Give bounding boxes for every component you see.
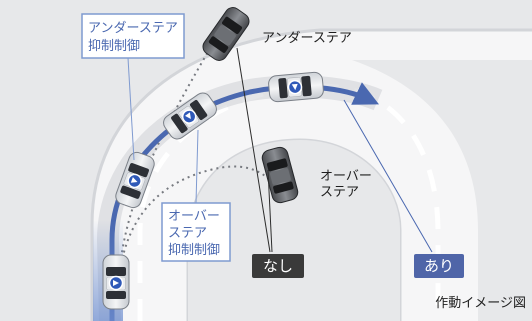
car-controlled-3	[267, 70, 325, 104]
oversteer-label-line1: オーバー	[320, 169, 372, 184]
understeer-control-line1: アンダーステア	[88, 21, 178, 36]
without-label: なし	[263, 257, 293, 275]
understeer-control-line2: 抑制制御	[88, 39, 140, 54]
oversteer-control-line3: 抑制制御	[168, 243, 220, 258]
leader-line-understeer-control	[127, 57, 135, 161]
car-start	[102, 254, 130, 310]
with-label: あり	[424, 257, 454, 275]
understeer-label: アンダーステア	[262, 31, 352, 46]
oversteer-control-box: オーバー ステア 抑制制御	[161, 202, 231, 262]
oversteer-label-line2: ステア	[320, 185, 359, 200]
leader-lines-without	[236, 47, 273, 253]
leader-line-oversteer-control	[195, 129, 199, 204]
oversteer-control-line1: オーバー	[168, 209, 220, 224]
oversteer-control-line2: ステア	[168, 226, 207, 241]
with-badge: あり	[414, 254, 464, 278]
understeer-control-box: アンダーステア 抑制制御	[81, 13, 185, 59]
leader-line-with	[343, 99, 433, 253]
without-badge: なし	[252, 254, 304, 278]
caption: 作動イメージ図	[435, 296, 526, 311]
oversteer-path-dotted	[117, 165, 276, 301]
